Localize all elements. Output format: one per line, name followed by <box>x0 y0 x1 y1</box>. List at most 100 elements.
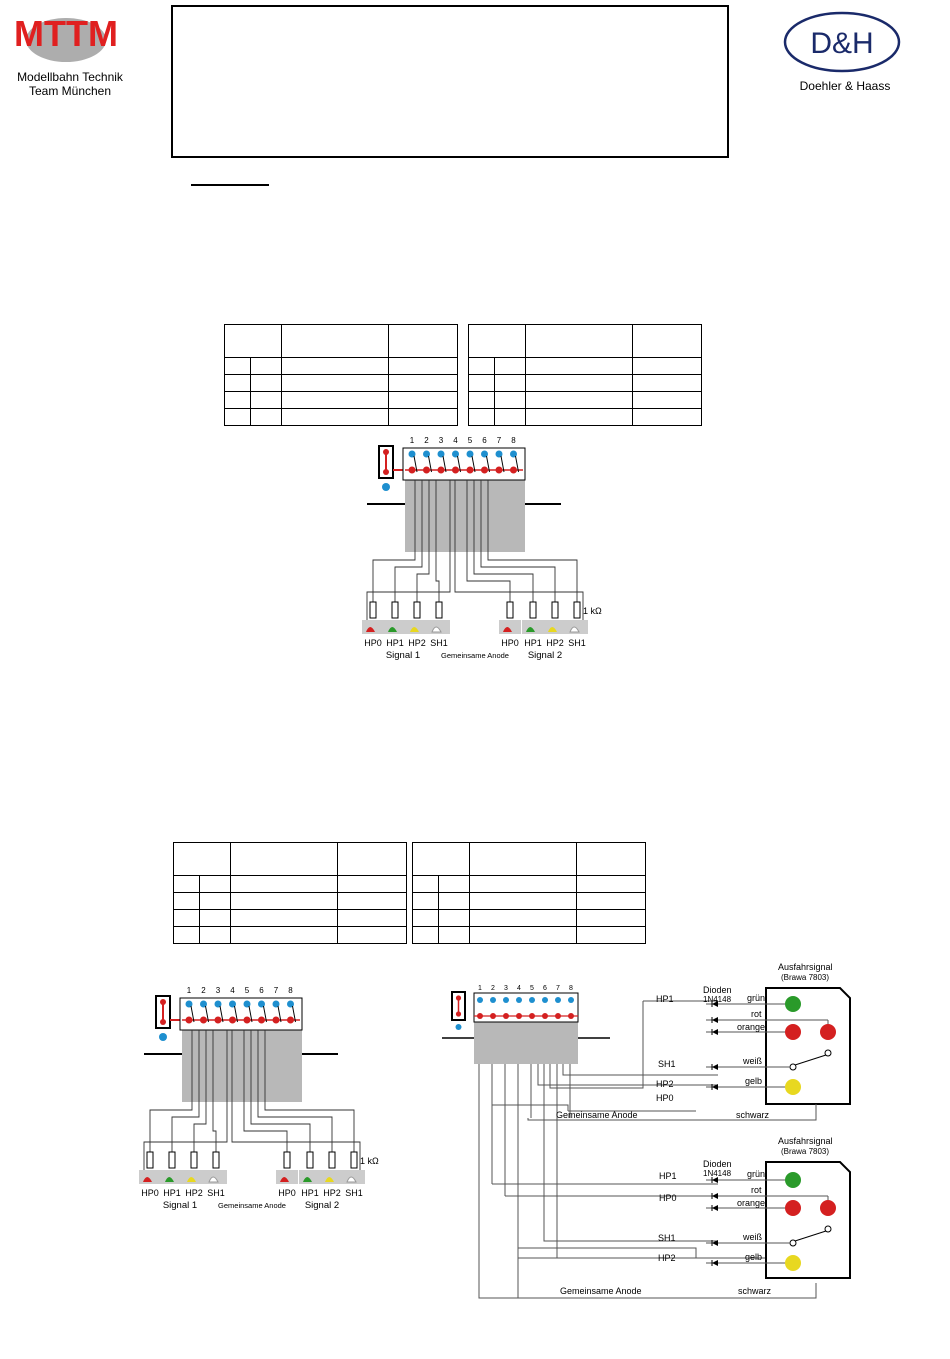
svg-text:schwarz: schwarz <box>736 1110 770 1120</box>
wiring-pin-number-1: 1 <box>478 985 482 992</box>
svg-text:HP2: HP2 <box>658 1253 676 1263</box>
pin-blue-7 <box>272 1000 280 1008</box>
signal2-lamp-3 <box>325 1177 334 1182</box>
diode-4 <box>712 1064 718 1070</box>
diode-6 <box>712 1177 718 1183</box>
wiring-pin-red-2 <box>490 1013 496 1019</box>
wiring-pin-number-8: 8 <box>569 985 573 992</box>
signal1-lamp-4 <box>431 626 442 633</box>
pin-red-4 <box>452 466 459 474</box>
ribbon-cable <box>405 480 525 552</box>
wiring-pin-red-3 <box>503 1013 509 1019</box>
svg-text:SH1: SH1 <box>658 1233 676 1243</box>
pin-red-7 <box>495 466 503 474</box>
wiring-pin-number-2: 2 <box>491 985 495 992</box>
wiring-pin-number-7: 7 <box>556 985 560 992</box>
svg-text:grün: grün <box>747 1169 765 1179</box>
signal2-lamp-4 <box>346 1176 357 1183</box>
config-table-2a <box>173 842 407 944</box>
pin-blue-2 <box>200 1000 207 1008</box>
signal1-resistor-3 <box>413 601 421 619</box>
signal2-label-2: HP1 <box>524 638 542 648</box>
svg-text:HP0: HP0 <box>659 1193 677 1203</box>
pin-blue-1 <box>185 1000 193 1008</box>
signal2-lamp-2 <box>526 627 535 632</box>
signal1-lamp-4 <box>208 1176 219 1183</box>
pin-red-7 <box>272 1016 280 1024</box>
svg-text:weiß: weiß <box>742 1232 763 1242</box>
signal1-caption: Signal 1 <box>386 650 420 661</box>
signal1-label-1: HP0 <box>364 638 382 648</box>
wiring-pin-red-4 <box>516 1013 522 1019</box>
signal2-caption: Signal 2 <box>528 650 562 661</box>
signal-subtitle-top: (Brawa 7803) <box>781 973 829 982</box>
svg-text:orange: orange <box>737 1198 765 1208</box>
signal-title-top: Ausfahrsignal <box>778 962 833 972</box>
wiring-pin-red-1 <box>477 1013 483 1019</box>
signal2-resistor-4 <box>573 601 581 619</box>
signal2-resistor-3 <box>328 1151 336 1169</box>
pin-header <box>179 997 303 1031</box>
signal1-resistor-2 <box>168 1151 176 1169</box>
signal2-lamp-1 <box>503 627 512 632</box>
pin-blue-8 <box>510 450 517 458</box>
pin-red-1 <box>408 466 416 474</box>
signal2-lamp-3 <box>548 627 557 632</box>
diode-2 <box>712 1017 718 1023</box>
signal2-lamp-2 <box>303 1177 312 1182</box>
pin-number-1: 1 <box>187 986 192 995</box>
signal1-lamp-1 <box>143 1177 152 1182</box>
pin-number-8: 8 <box>288 986 293 995</box>
wiring-pin-blue-2 <box>490 997 496 1003</box>
pin-blue-6 <box>481 450 488 458</box>
mttm-line1: Modellbahn Technik <box>17 70 123 84</box>
svg-text:gelb: gelb <box>745 1252 762 1262</box>
pin-number-8: 8 <box>511 436 516 445</box>
pin-red-3 <box>437 466 445 474</box>
svg-text:HP2: HP2 <box>656 1079 674 1089</box>
diode-5 <box>712 1084 718 1090</box>
svg-text:schwarz: schwarz <box>738 1286 772 1296</box>
signal1-label-3: HP2 <box>185 1188 203 1198</box>
wiring-pin-blue-1 <box>477 997 483 1003</box>
signal1-resistor-1 <box>369 601 377 619</box>
signal1-label-2: HP1 <box>163 1188 181 1198</box>
signal1-label-4: SH1 <box>430 638 448 648</box>
signal-top <box>765 987 851 1105</box>
pin-number-1: 1 <box>410 436 415 445</box>
diode-1 <box>712 1001 718 1007</box>
wiring-pin-number-4: 4 <box>517 985 521 992</box>
signal1-caption: Signal 1 <box>163 1200 197 1211</box>
pin-red-3 <box>214 1016 222 1024</box>
diode-7 <box>712 1193 718 1199</box>
signal2-resistor-2 <box>306 1151 314 1169</box>
pin-blue-4 <box>229 1000 236 1008</box>
config-table-1b <box>468 324 702 426</box>
jumper-led <box>382 483 390 491</box>
anode-label-bottom: Gemeinsame Anode <box>560 1286 642 1296</box>
svg-text:SH1: SH1 <box>658 1059 676 1069</box>
svg-text:rot: rot <box>751 1009 762 1019</box>
pin-number-7: 7 <box>274 986 279 995</box>
diodes-label-bottom: Dioden <box>703 1159 732 1169</box>
wiring-pin-number-5: 5 <box>530 985 534 992</box>
resistor-caption: 1 kΩ <box>360 1156 379 1166</box>
svg-text:weiß: weiß <box>742 1056 763 1066</box>
svg-text:HP1: HP1 <box>656 994 674 1004</box>
pin-number-5: 5 <box>245 986 250 995</box>
diode-10 <box>712 1260 718 1266</box>
pin-blue-7 <box>495 450 503 458</box>
dh-logo: D&H <box>783 11 901 73</box>
pin-red-8 <box>510 466 517 474</box>
signal1-label-2: HP1 <box>386 638 404 648</box>
svg-text:orange: orange <box>737 1022 765 1032</box>
wiring-pin-blue-5 <box>529 997 535 1003</box>
pin-number-7: 7 <box>497 436 502 445</box>
pin-red-8 <box>287 1016 294 1024</box>
signal2-label-1: HP0 <box>278 1188 296 1198</box>
wiring-pin-blue-3 <box>503 997 509 1003</box>
mttm-logo: MTTM <box>14 13 118 62</box>
signal2-caption: Signal 2 <box>305 1200 339 1211</box>
signal1-label-1: HP0 <box>141 1188 159 1198</box>
